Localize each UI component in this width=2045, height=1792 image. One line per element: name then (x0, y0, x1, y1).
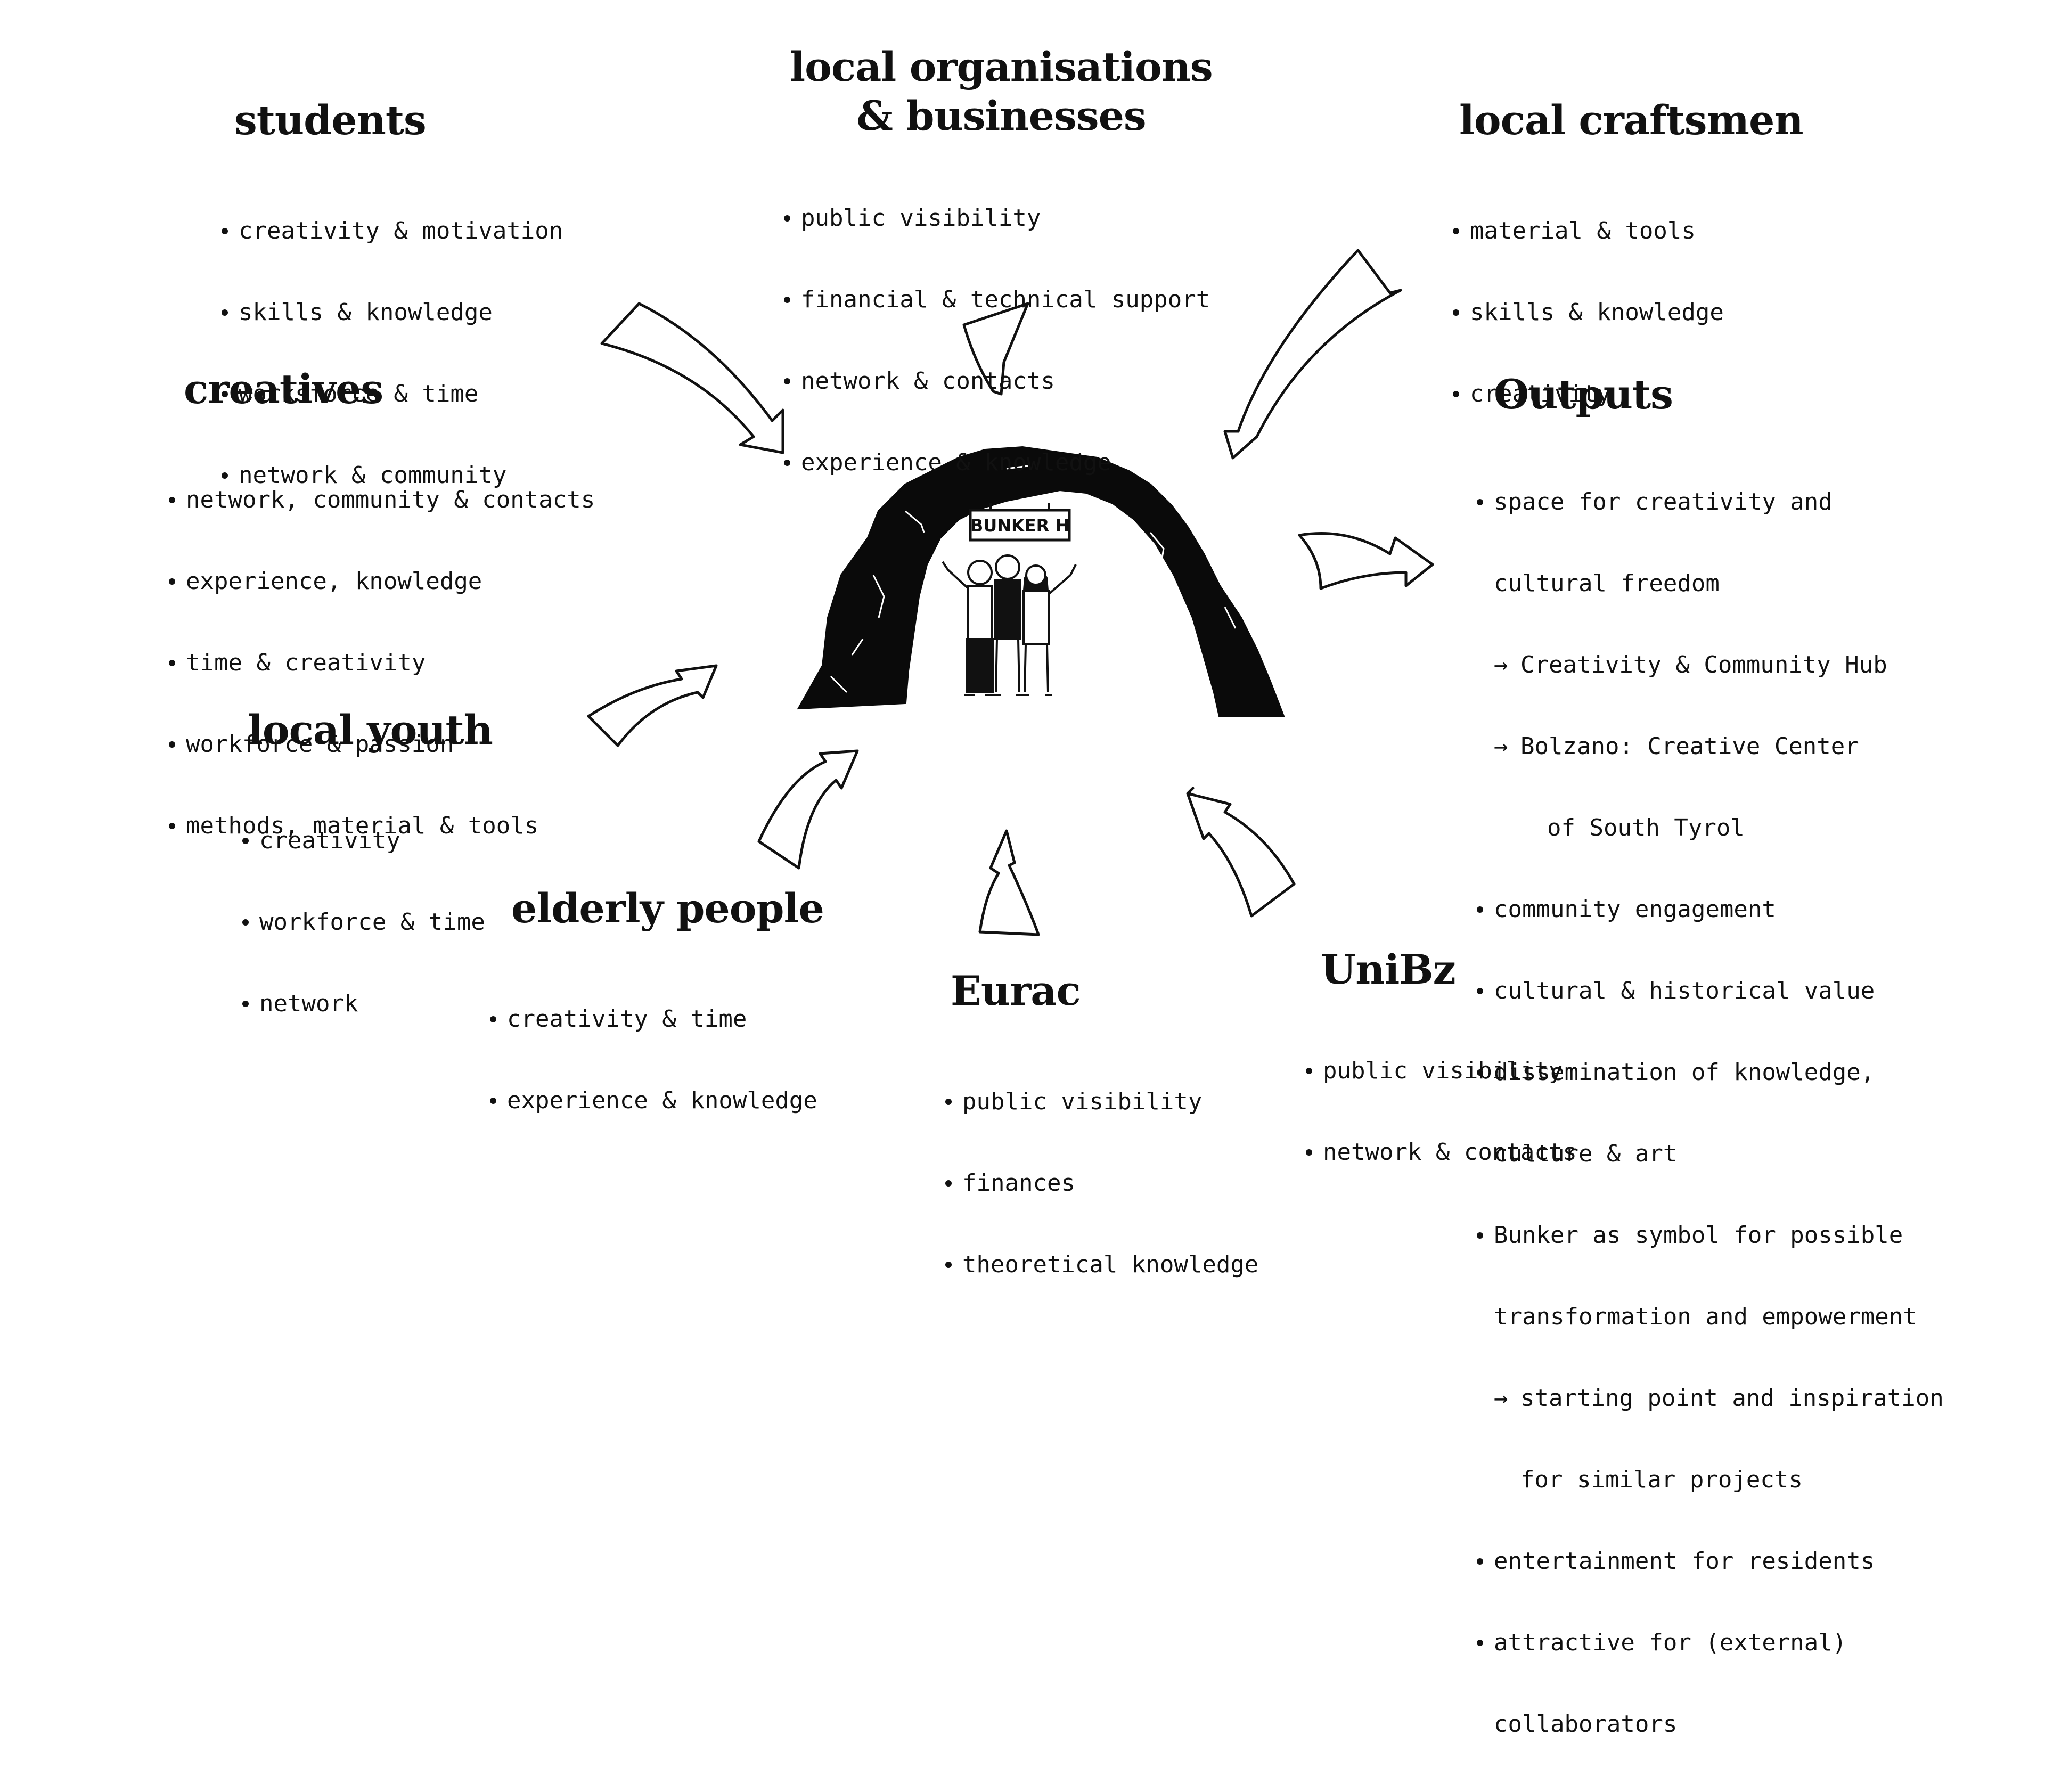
list-item: public visibility (1305, 1057, 1577, 1084)
list-item-continuation: culture & art (1494, 1140, 1678, 1167)
input-arrows (587, 249, 1434, 936)
students-list: creativity & motivation skills & knowled… (220, 163, 563, 543)
list-item: skills & knowledge (220, 299, 563, 326)
arrow-elderly (757, 749, 859, 870)
list-item: workforce & time (241, 909, 493, 936)
list-item: time & creativity (168, 649, 595, 676)
list-subitem-text: starting point and inspiration (1520, 1385, 1944, 1412)
arrow-students (600, 302, 784, 454)
list-item: worksforce & time (220, 380, 563, 407)
list-item: theoretical knowledge (944, 1251, 1258, 1278)
list-item-continuation: cultural freedom (1494, 570, 1720, 597)
local-orgs-title: local organisations & businesses (788, 43, 1214, 141)
group-local-youth: local youth creativity workforce & time … (242, 706, 493, 1071)
group-elderly-people: elderly people creativity & time experie… (489, 884, 824, 1168)
list-item: creativity & motivation (220, 217, 563, 244)
list-item-continuation: collaborators (1494, 1711, 1678, 1738)
list-item: finances (944, 1169, 1258, 1197)
list-item: space for creativity and (1476, 488, 1944, 515)
arrow-outputs (1298, 532, 1434, 590)
eurac-list: public visibility finances theoretical k… (944, 1034, 1258, 1332)
list-item: skills & knowledge (1452, 299, 1803, 326)
elderly-title: elderly people (511, 885, 824, 932)
list-item: workforce & passion (168, 731, 595, 758)
list-item: network, community & contacts (168, 486, 595, 513)
arrow-craftsmen (1223, 249, 1402, 460)
unibz-title: UniBz (1321, 946, 1456, 993)
list-item: network & community (220, 462, 563, 489)
local-youth-title: local youth (248, 706, 493, 754)
list-item: experience, knowledge (168, 568, 595, 595)
diagram-drawings: BUNKER H (587, 249, 1434, 936)
list-item: cultural & historical value (1476, 977, 1944, 1004)
list-subitem-continuation: of South Tyrol (1476, 814, 1944, 841)
list-item-continuation: transformation and empowerment (1494, 1303, 1917, 1330)
local-orgs-list: public visibility financial & technical … (783, 150, 1214, 530)
elderly-list: creativity & time experience & knowledge (489, 951, 824, 1168)
list-item: public visibility (783, 204, 1214, 232)
arrow-local-orgs (962, 302, 1029, 396)
local-orgs-title-line2: & businesses (856, 92, 1146, 140)
outputs-list: space for creativity and cultural freedo… (1476, 434, 1944, 1792)
list-subitem-text: Bolzano: Creative Center (1520, 733, 1859, 760)
craftsmen-list: material & tools skills & knowledge crea… (1452, 163, 1803, 462)
list-item: material & tools (1452, 217, 1803, 244)
list-item: experience & knowledge (489, 1087, 824, 1114)
list-item: methods, material & tools (168, 812, 595, 839)
arrow-right-icon: → (1494, 651, 1508, 678)
group-creatives: creatives network, community & contacts … (169, 365, 595, 894)
group-students: students creativity & motivation skills … (222, 96, 563, 543)
group-outputs: Outputs space for creativity and cultura… (1476, 370, 1944, 1792)
list-subitem: → starting point and inspiration (1476, 1385, 1944, 1412)
group-local-organisations: local organisations & businesses public … (784, 43, 1214, 530)
local-youth-list: creativity workforce & time network (241, 773, 493, 1071)
students-title: students (234, 96, 427, 144)
list-item: entertainment for residents (1476, 1548, 1944, 1575)
list-item: network & contacts (783, 367, 1214, 395)
local-orgs-title-line1: local organisations (790, 43, 1213, 91)
arrow-eurac (978, 829, 1040, 936)
list-subitem-text: of South Tyrol (1547, 814, 1745, 841)
people-figures (942, 554, 1077, 696)
arrow-unibz (1186, 787, 1296, 918)
list-item: creativity (1452, 380, 1803, 407)
group-eurac: Eurac public visibility finances theoret… (945, 967, 1258, 1332)
bunker-illustration: BUNKER H (797, 446, 1285, 717)
list-item: financial & technical support (783, 286, 1214, 313)
creatives-title: creatives (184, 365, 383, 413)
list-item: network (241, 990, 493, 1017)
list-subitem: → Bolzano: Creative Center (1476, 733, 1944, 760)
list-item: public visibility (944, 1088, 1258, 1115)
outputs-title: Outputs (1494, 371, 1673, 418)
list-item: Bunker as symbol for possible (1476, 1222, 1944, 1249)
bunker-sign-text: BUNKER H (970, 515, 1069, 536)
list-item: attractive for (external) (1476, 1629, 1944, 1656)
list-subitem: → Creativity & Community Hub (1476, 651, 1944, 678)
list-item: creativity & time (489, 1005, 824, 1033)
craftsmen-title: local craftsmen (1459, 96, 1804, 144)
list-item: experience & knowledge (783, 449, 1214, 476)
list-item: creativity (241, 827, 493, 854)
list-subitem-text: Creativity & Community Hub (1520, 651, 1887, 678)
list-item: community engagement (1476, 896, 1944, 923)
list-subitem-text: for similar projects (1520, 1466, 1803, 1493)
creatives-list: network, community & contacts experience… (168, 432, 595, 894)
arrow-right-icon: → (1494, 733, 1508, 760)
eurac-title: Eurac (951, 967, 1081, 1014)
arrow-local-youth (587, 664, 718, 747)
arrow-right-icon: → (1494, 1385, 1508, 1412)
list-item: dissemination of knowledge, (1476, 1059, 1944, 1086)
group-local-craftsmen: local craftsmen material & tools skills … (1452, 96, 1804, 462)
list-subitem-continuation: for similar projects (1476, 1466, 1944, 1493)
